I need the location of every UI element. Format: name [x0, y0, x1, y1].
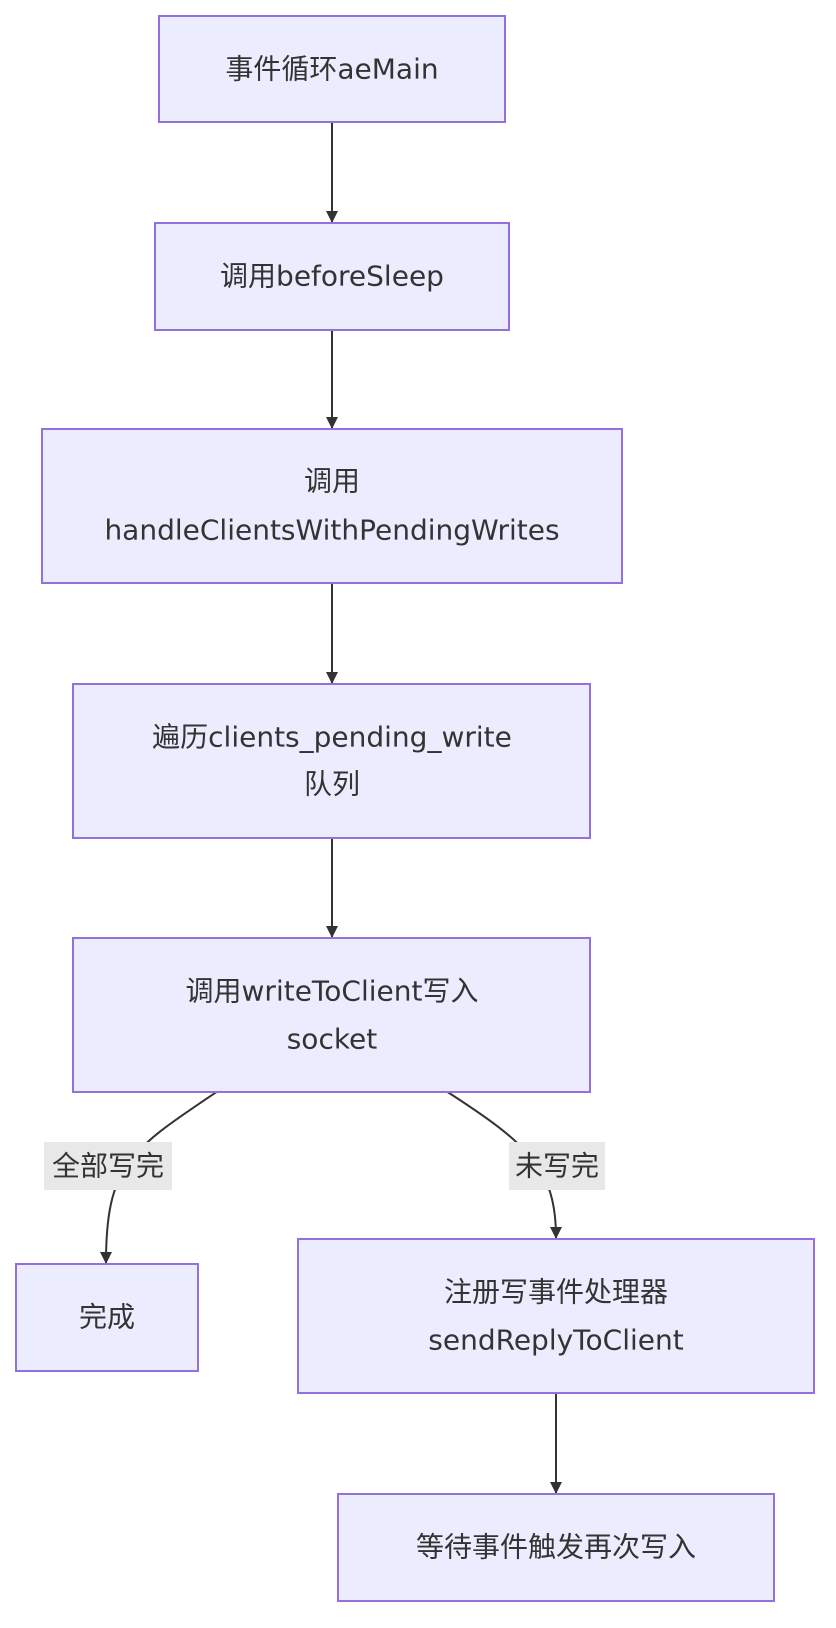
node-wait-event-label: 等待事件触发再次写入 [416, 1531, 696, 1564]
node-write-to-client: 调用writeToClient写入 socket [72, 937, 591, 1093]
node-register-handler: 注册写事件处理器 sendReplyToClient [297, 1238, 815, 1394]
node-write-to-client-label-line1: 调用writeToClient写入 [186, 975, 479, 1008]
edge-label-all-written: 全部写完 [44, 1142, 172, 1190]
node-iterate-queue-label-line1: 遍历clients_pending_write [152, 721, 512, 754]
node-before-sleep-label: 调用beforeSleep [220, 260, 444, 293]
node-done-label: 完成 [79, 1301, 135, 1334]
node-event-loop: 事件循环aeMain [158, 15, 506, 123]
node-event-loop-label: 事件循环aeMain [225, 53, 438, 86]
node-write-to-client-label-line2: socket [287, 1023, 378, 1056]
edge-label-not-finished: 未写完 [509, 1142, 605, 1190]
node-handle-pending: 调用 handleClientsWithPendingWrites [41, 428, 623, 584]
node-done: 完成 [15, 1263, 199, 1372]
node-register-handler-label-line2: sendReplyToClient [428, 1324, 683, 1357]
edge-label-not-finished-text: 未写完 [515, 1150, 599, 1183]
node-handle-pending-label-line1: 调用 [304, 465, 360, 498]
node-iterate-queue: 遍历clients_pending_write 队列 [72, 683, 591, 839]
node-before-sleep: 调用beforeSleep [154, 222, 510, 331]
node-iterate-queue-label-line2: 队列 [304, 768, 360, 801]
node-register-handler-label-line1: 注册写事件处理器 [444, 1276, 668, 1309]
edge-label-all-written-text: 全部写完 [52, 1150, 164, 1183]
node-handle-pending-label-line2: handleClientsWithPendingWrites [104, 514, 559, 547]
node-wait-event: 等待事件触发再次写入 [337, 1493, 775, 1602]
